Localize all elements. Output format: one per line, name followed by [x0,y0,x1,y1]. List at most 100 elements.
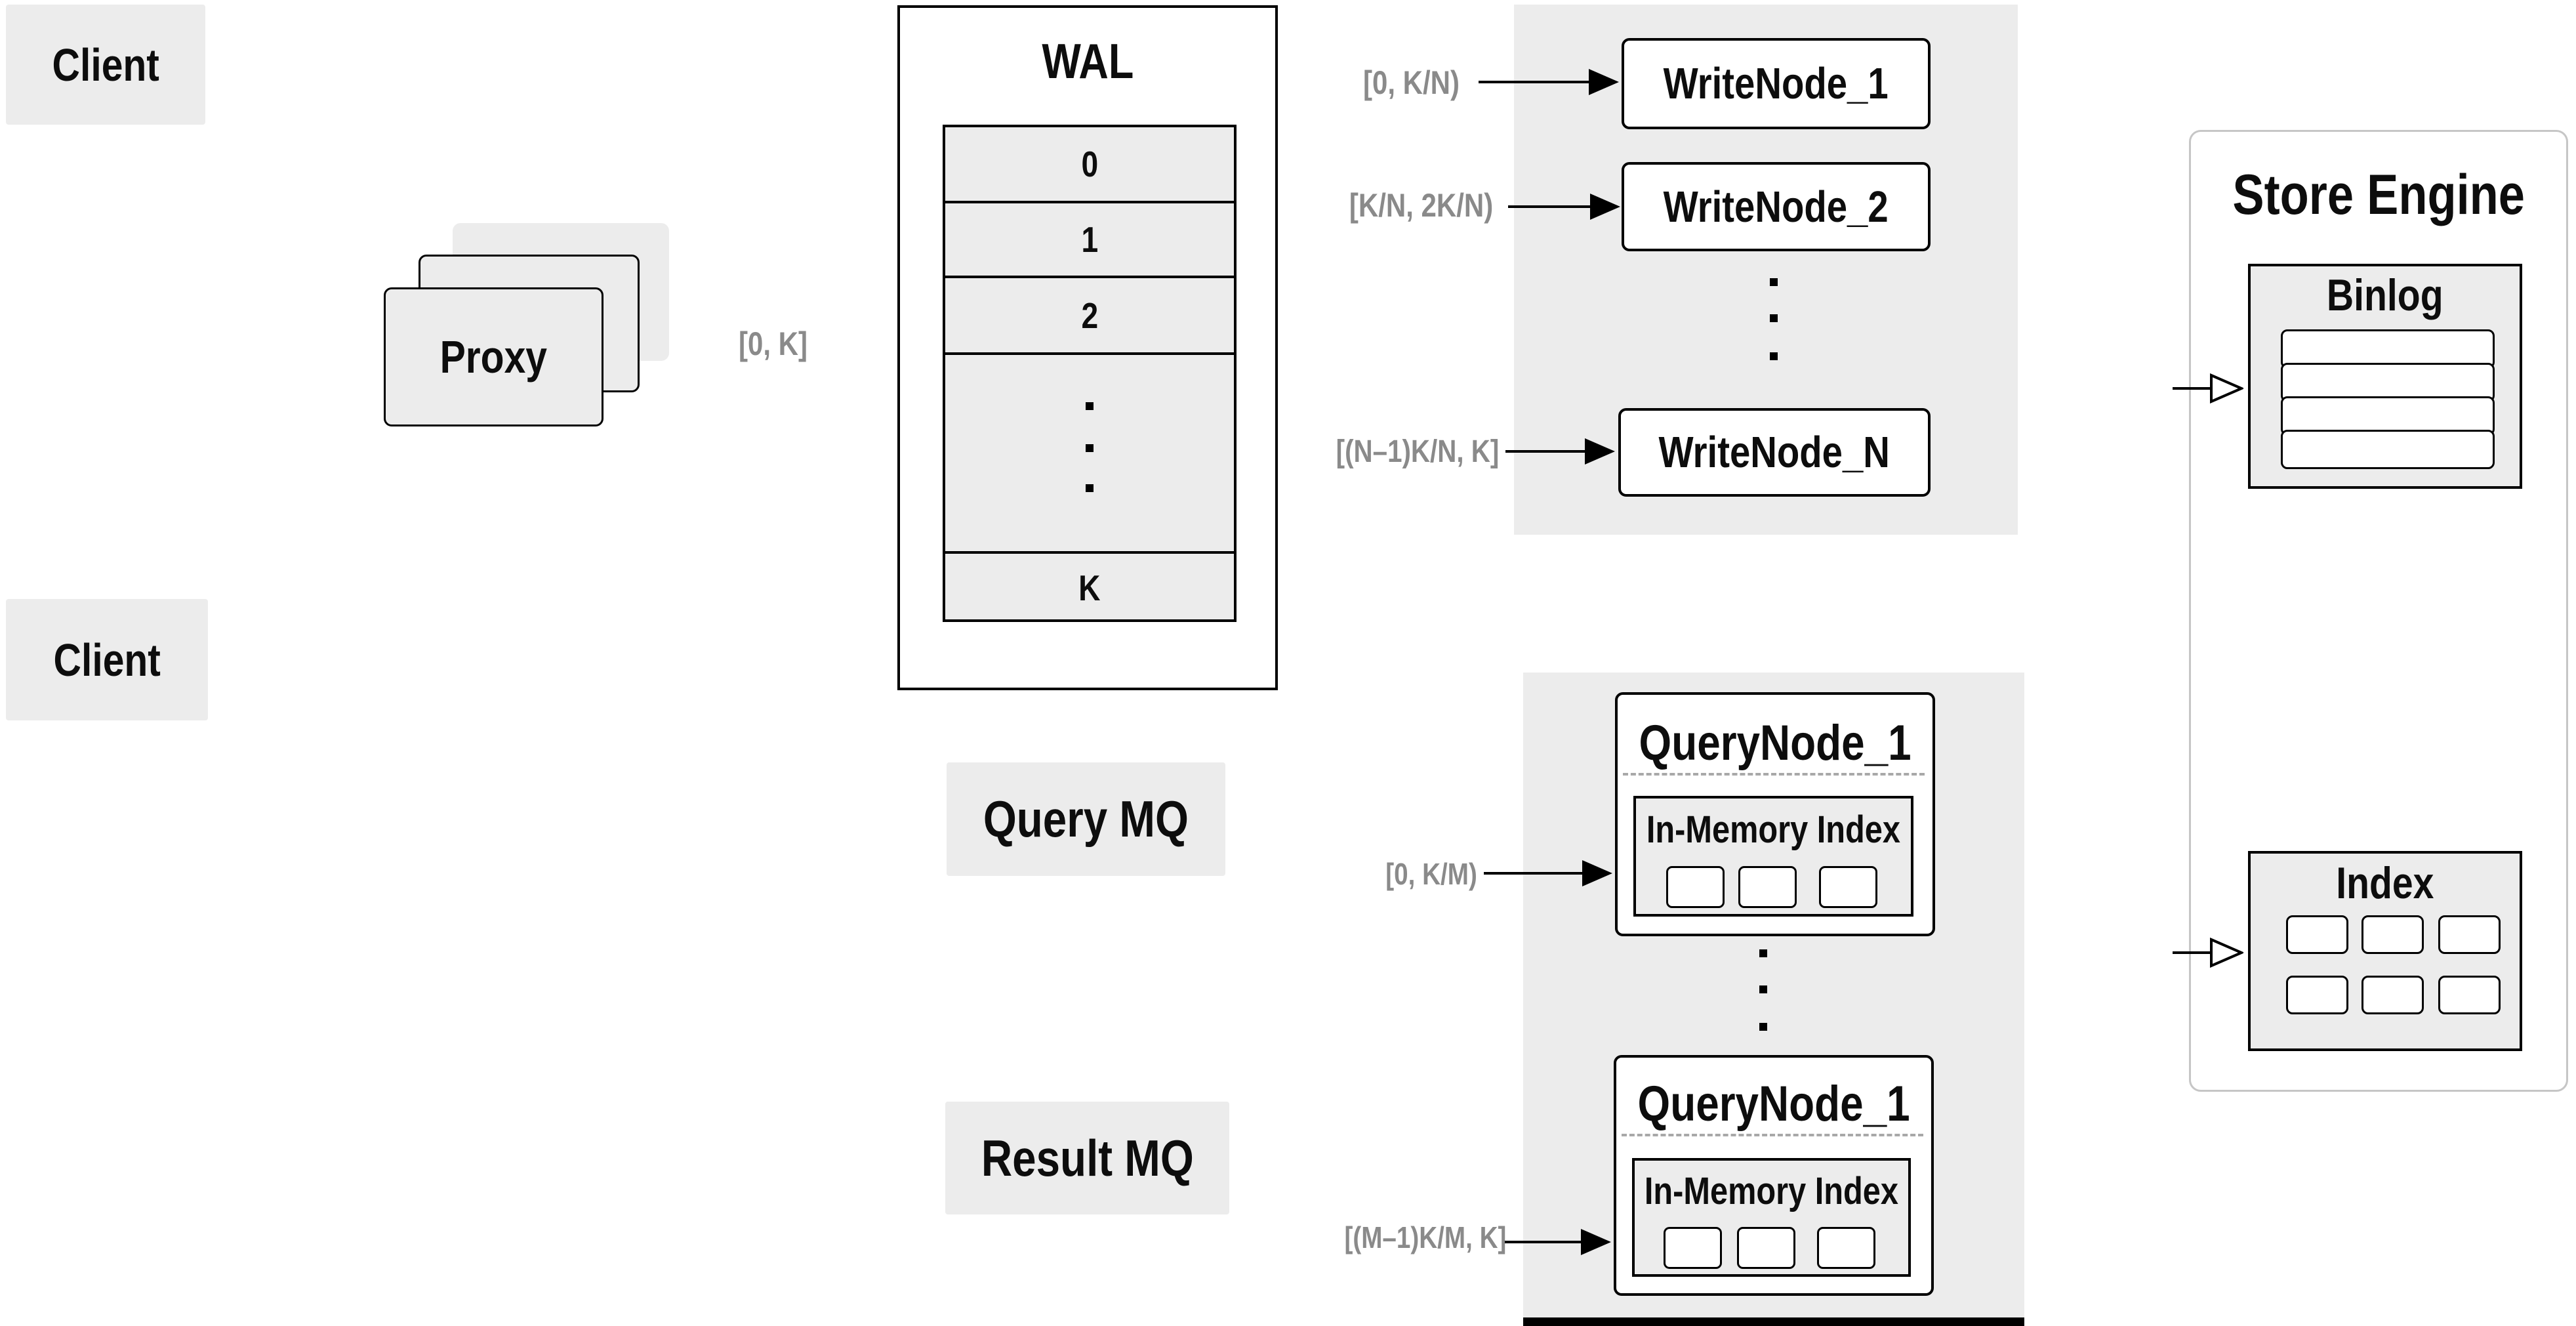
arrow-write-1-head [1589,69,1619,95]
write-dot-3 [1770,352,1778,360]
binlog-row-3 [2281,396,2495,436]
range-label-proxy-out-text: [0, K] [739,325,808,362]
arrow-write-1-line [1479,81,1590,83]
write-node-2: WriteNode_2 [1622,162,1931,251]
proxy-card-front: Proxy [384,287,603,426]
wal-row-2-text: 2 [1081,295,1098,336]
query-node-2-segment-3 [1817,1227,1875,1269]
arrow-query-1-head [1582,860,1612,886]
client-bottom-label: Client [53,634,161,686]
query-node-1: QueryNode_1 In-Memory Index [1615,692,1935,936]
write-node-n: WriteNode_N [1618,408,1931,497]
proxy-label: Proxy [440,331,548,383]
wal-row-0-text: 0 [1081,144,1098,184]
wal-row-1: 1 [945,203,1234,276]
range-label-query-1: [0, K/M) [1382,854,1481,894]
index-cell-4 [2286,976,2348,1014]
query-group-bottom-edge [1523,1317,2024,1326]
query-node-1-inmemory-title: In-Memory Index [1636,804,1911,855]
write-node-1-label: WriteNode_1 [1663,59,1889,108]
arrow-binlog-open-head [2210,373,2243,404]
wal-row-2: 2 [945,278,1234,352]
query-node-1-segment-2 [1738,866,1797,908]
arrow-query-m-line [1505,1241,1582,1243]
write-node-1: WriteNode_1 [1622,38,1931,129]
wal-row-divider-4 [945,551,1234,554]
index-title: Index [2251,858,2520,908]
query-node-1-segment-3 [1819,866,1877,908]
wal-dot-3 [1086,484,1094,492]
store-engine-title-text: Store Engine [2232,163,2525,226]
wal-row-0: 0 [945,127,1234,201]
wal-dot-1 [1086,402,1094,410]
result-mq-node: Result MQ [945,1102,1229,1214]
range-label-query-m-text: [(M–1)K/M, K] [1344,1220,1506,1254]
query-node-1-inmemory-title-text: In-Memory Index [1646,808,1901,851]
query-node-2-segment-1 [1664,1227,1722,1269]
wal-table: 0 1 2 K [943,125,1237,622]
range-label-write-2-text: [K/N, 2K/N) [1349,187,1494,224]
index-box: Index [2248,851,2522,1051]
query-node-1-title: QueryNode_1 [1618,715,1932,771]
query-mq-label: Query MQ [983,790,1189,848]
range-label-write-2: [K/N, 2K/N) [1334,177,1508,234]
query-node-1-inmemory-box: In-Memory Index [1633,796,1913,917]
arrow-write-n-line [1505,450,1586,453]
write-dot-2 [1770,314,1778,322]
index-cell-5 [2361,976,2424,1014]
wal-row-1-text: 1 [1081,219,1098,260]
wal-row-divider-1 [945,201,1234,203]
query-node-2-inmemory-title-text: In-Memory Index [1644,1169,1899,1212]
index-cell-1 [2286,915,2348,954]
client-top-label: Client [52,39,159,91]
client-top-node: Client [6,5,205,125]
arrow-index-line [2173,951,2212,954]
arrow-write-2-line [1508,205,1591,208]
wal-row-divider-2 [945,276,1234,278]
index-cell-6 [2438,976,2501,1014]
write-node-2-label: WriteNode_2 [1663,182,1889,232]
range-label-write-1-text: [0, K/N) [1363,64,1460,101]
arrow-write-n-head [1585,438,1615,465]
result-mq-label: Result MQ [981,1129,1194,1187]
index-cell-3 [2438,915,2501,954]
store-engine-box: Store Engine Binlog Index [2189,130,2568,1092]
range-label-write-1: [0, K/N) [1344,54,1479,110]
arrow-binlog-line [2173,387,2212,390]
binlog-box: Binlog [2248,264,2522,489]
binlog-title-text: Binlog [2327,270,2443,320]
write-dot-1 [1770,278,1778,286]
range-label-query-1-text: [0, K/M) [1385,856,1478,891]
range-label-query-m: [(M–1)K/M, K] [1344,1216,1506,1258]
query-node-1-segment-1 [1666,866,1725,908]
query-mq-node: Query MQ [947,762,1225,876]
wal-row-k-text: K [1078,568,1101,608]
query-dot-3 [1759,1023,1767,1031]
wal-title: WAL [900,31,1275,91]
query-node-2-inmemory-title: In-Memory Index [1635,1166,1908,1216]
binlog-title: Binlog [2251,270,2520,320]
wal-row-divider-3 [945,352,1234,355]
arrow-query-m-head [1581,1229,1611,1255]
wal-row-k: K [945,554,1234,622]
index-cell-2 [2361,915,2424,954]
query-dot-2 [1759,985,1767,993]
query-node-2-title-text: QueryNode_1 [1637,1075,1910,1132]
binlog-row-4 [2281,430,2495,469]
write-node-n-label: WriteNode_N [1658,428,1891,477]
wal-box: WAL 0 1 2 K [897,5,1278,690]
query-node-1-title-text: QueryNode_1 [1639,715,1912,771]
arrow-query-1-line [1484,872,1584,875]
index-title-text: Index [2336,858,2434,908]
arrow-write-2-head [1590,194,1620,220]
range-label-write-n-text: [(N–1)K/N, K] [1336,434,1500,469]
query-node-2-segment-2 [1737,1227,1795,1269]
query-node-2-inmemory-box: In-Memory Index [1632,1158,1911,1277]
query-node-2-title: QueryNode_1 [1616,1075,1931,1132]
binlog-row-2 [2281,363,2495,402]
query-dot-1 [1759,949,1767,957]
query-node-2-dashed-separator [1622,1134,1923,1136]
query-node-2: QueryNode_1 In-Memory Index [1614,1055,1934,1296]
query-node-1-dashed-separator [1623,773,1925,776]
